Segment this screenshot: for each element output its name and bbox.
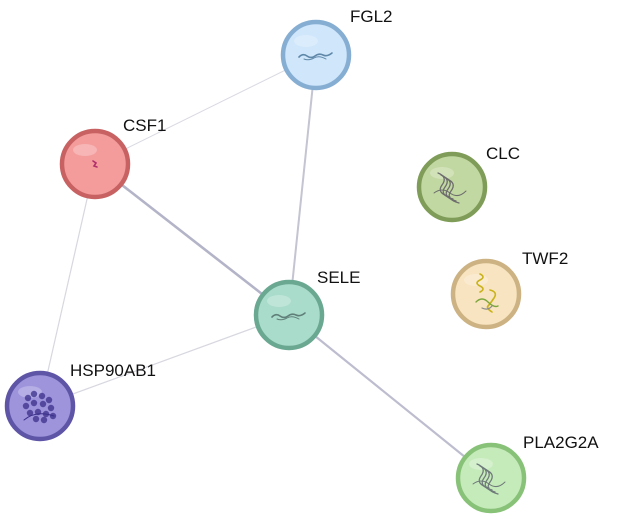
node-label: TWF2 (522, 249, 568, 268)
protein-structure-icon (271, 312, 306, 321)
node-clc[interactable]: CLC (416, 144, 520, 223)
edge-hsp90ab1-sele[interactable] (39, 314, 290, 407)
protein-structure-icon (433, 172, 467, 204)
node-label: FGL2 (350, 7, 393, 26)
node-highlight (464, 274, 488, 286)
node-label: HSP90AB1 (70, 361, 156, 380)
node-label: PLA2G2A (523, 433, 599, 452)
node-circle[interactable] (416, 151, 488, 223)
node-highlight (267, 295, 291, 307)
node-label: SELE (317, 268, 360, 287)
node-highlight (294, 35, 318, 47)
edge-fgl2-sele[interactable] (288, 54, 317, 316)
protein-structure-icon (92, 160, 98, 168)
protein-structure-icon (475, 273, 499, 313)
protein-structure-icon (298, 52, 333, 61)
edge-sele-pla2g2a[interactable] (287, 313, 493, 480)
node-fgl2[interactable]: FGL2 (280, 7, 393, 91)
edge-csf1-hsp90ab1[interactable] (39, 163, 96, 407)
protein-structure-icon (22, 390, 57, 424)
node-label: CLC (486, 144, 520, 163)
edge-csf1-sele[interactable] (93, 162, 291, 317)
node-twf2[interactable]: TWF2 (450, 249, 568, 330)
node-pla2g2a[interactable]: PLA2G2A (455, 433, 599, 514)
protein-structure-icon (472, 463, 506, 495)
node-highlight (73, 144, 97, 156)
edges-layer (39, 54, 493, 480)
node-highlight (469, 458, 493, 470)
node-circle[interactable] (450, 258, 522, 330)
node-label: CSF1 (123, 116, 166, 135)
node-csf1[interactable]: CSF1 (59, 116, 166, 200)
node-highlight (430, 167, 454, 179)
edge-csf1-fgl2[interactable] (94, 54, 317, 165)
node-circle[interactable] (4, 370, 76, 442)
node-sele[interactable]: SELE (253, 268, 360, 351)
node-hsp90ab1[interactable]: HSP90AB1 (4, 361, 156, 442)
node-circle[interactable] (455, 442, 527, 514)
